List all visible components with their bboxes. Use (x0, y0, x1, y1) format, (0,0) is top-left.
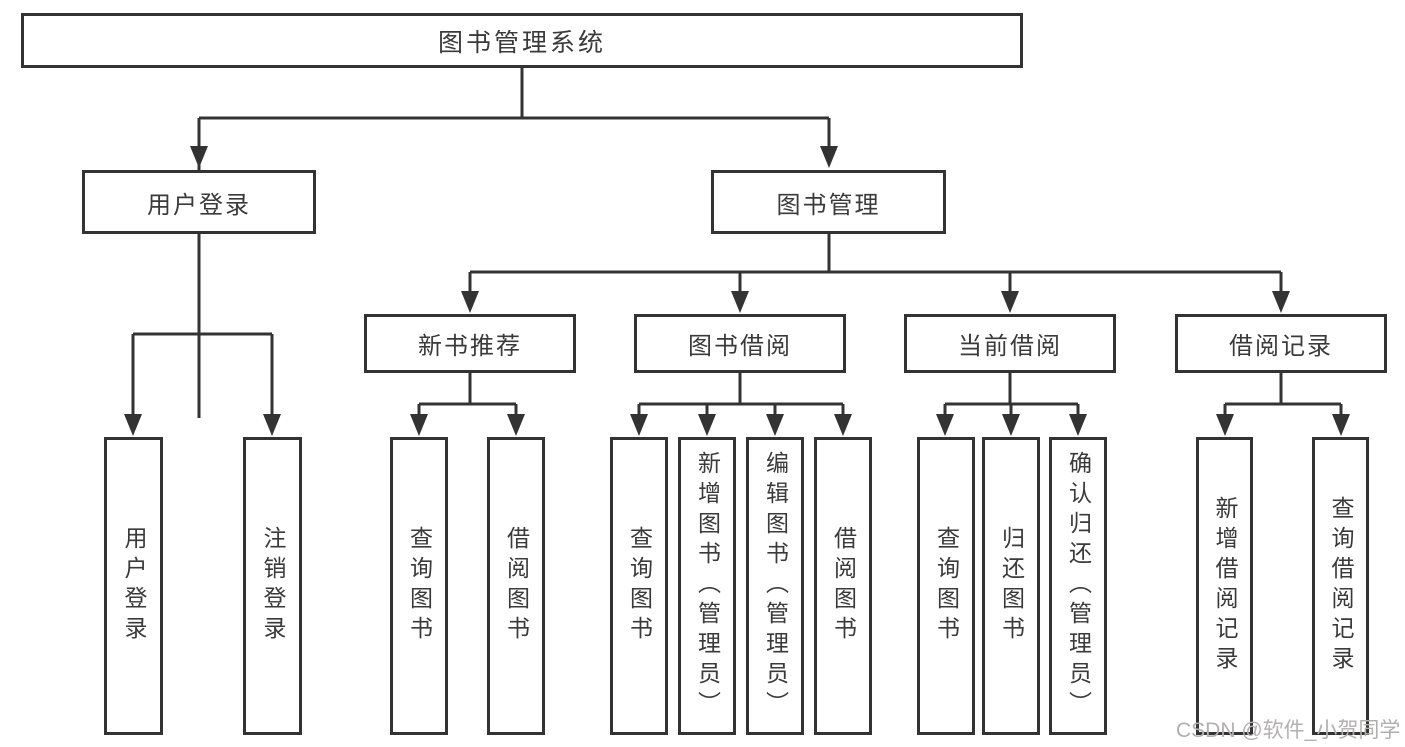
node-label: 借阅记录 (1229, 333, 1333, 360)
leaf-query-books-1: 查询图书 (390, 437, 448, 735)
node-label: 借阅图书 (830, 526, 857, 646)
node-user-login-branch: 用户登录 (82, 170, 316, 234)
node-library-management-system: 图书管理系统 (21, 13, 1023, 68)
node-label: 查询图书 (406, 526, 433, 646)
node-label: 查询借阅记录 (1328, 496, 1354, 676)
node-book-management-branch: 图书管理 (711, 170, 946, 234)
node-book-borrowing: 图书借阅 (634, 314, 846, 373)
node-label: 查询图书 (933, 526, 960, 646)
node-current-borrowing: 当前借阅 (904, 314, 1116, 373)
node-label: 图书管理系统 (437, 28, 606, 57)
node-label: 用户登录 (147, 191, 251, 219)
node-label: 图书管理 (776, 191, 881, 219)
leaf-add-borrow-record: 新增借阅记录 (1196, 437, 1253, 735)
csdn-watermark: CSDN @软件_小贺同学 (1176, 719, 1401, 742)
leaf-borrow-books-2: 借阅图书 (814, 437, 872, 735)
node-label: 编辑图书（管理员） (762, 451, 789, 721)
node-borrowing-records: 借阅记录 (1175, 314, 1387, 373)
node-label: 当前借阅 (958, 333, 1062, 360)
node-label: 新增借阅记录 (1212, 496, 1238, 676)
node-label: 新书推荐 (418, 333, 522, 360)
leaf-edit-books-admin: 编辑图书（管理员） (746, 437, 804, 735)
node-label: 查询图书 (626, 526, 653, 646)
leaf-user-login: 用户登录 (104, 437, 163, 735)
leaf-logout: 注销登录 (243, 437, 302, 735)
node-label: 归还图书 (998, 526, 1025, 646)
node-label: 注销登录 (260, 526, 286, 646)
leaf-query-borrow-record: 查询借阅记录 (1312, 437, 1369, 735)
node-new-book-recommendation: 新书推荐 (364, 314, 576, 373)
leaf-query-books-2: 查询图书 (610, 437, 668, 735)
leaf-confirm-return-admin: 确认归还（管理员） (1049, 437, 1107, 735)
leaf-return-books: 归还图书 (982, 437, 1040, 735)
node-label: 确认归还（管理员） (1065, 451, 1092, 721)
node-label: 新增图书（管理员） (694, 451, 721, 721)
leaf-query-books-3: 查询图书 (917, 437, 975, 735)
leaf-add-books-admin: 新增图书（管理员） (678, 437, 736, 735)
node-label: 借阅图书 (503, 526, 530, 646)
leaf-borrow-books-1: 借阅图书 (487, 437, 545, 735)
node-label: 图书借阅 (688, 333, 792, 360)
node-label: 用户登录 (121, 526, 147, 646)
